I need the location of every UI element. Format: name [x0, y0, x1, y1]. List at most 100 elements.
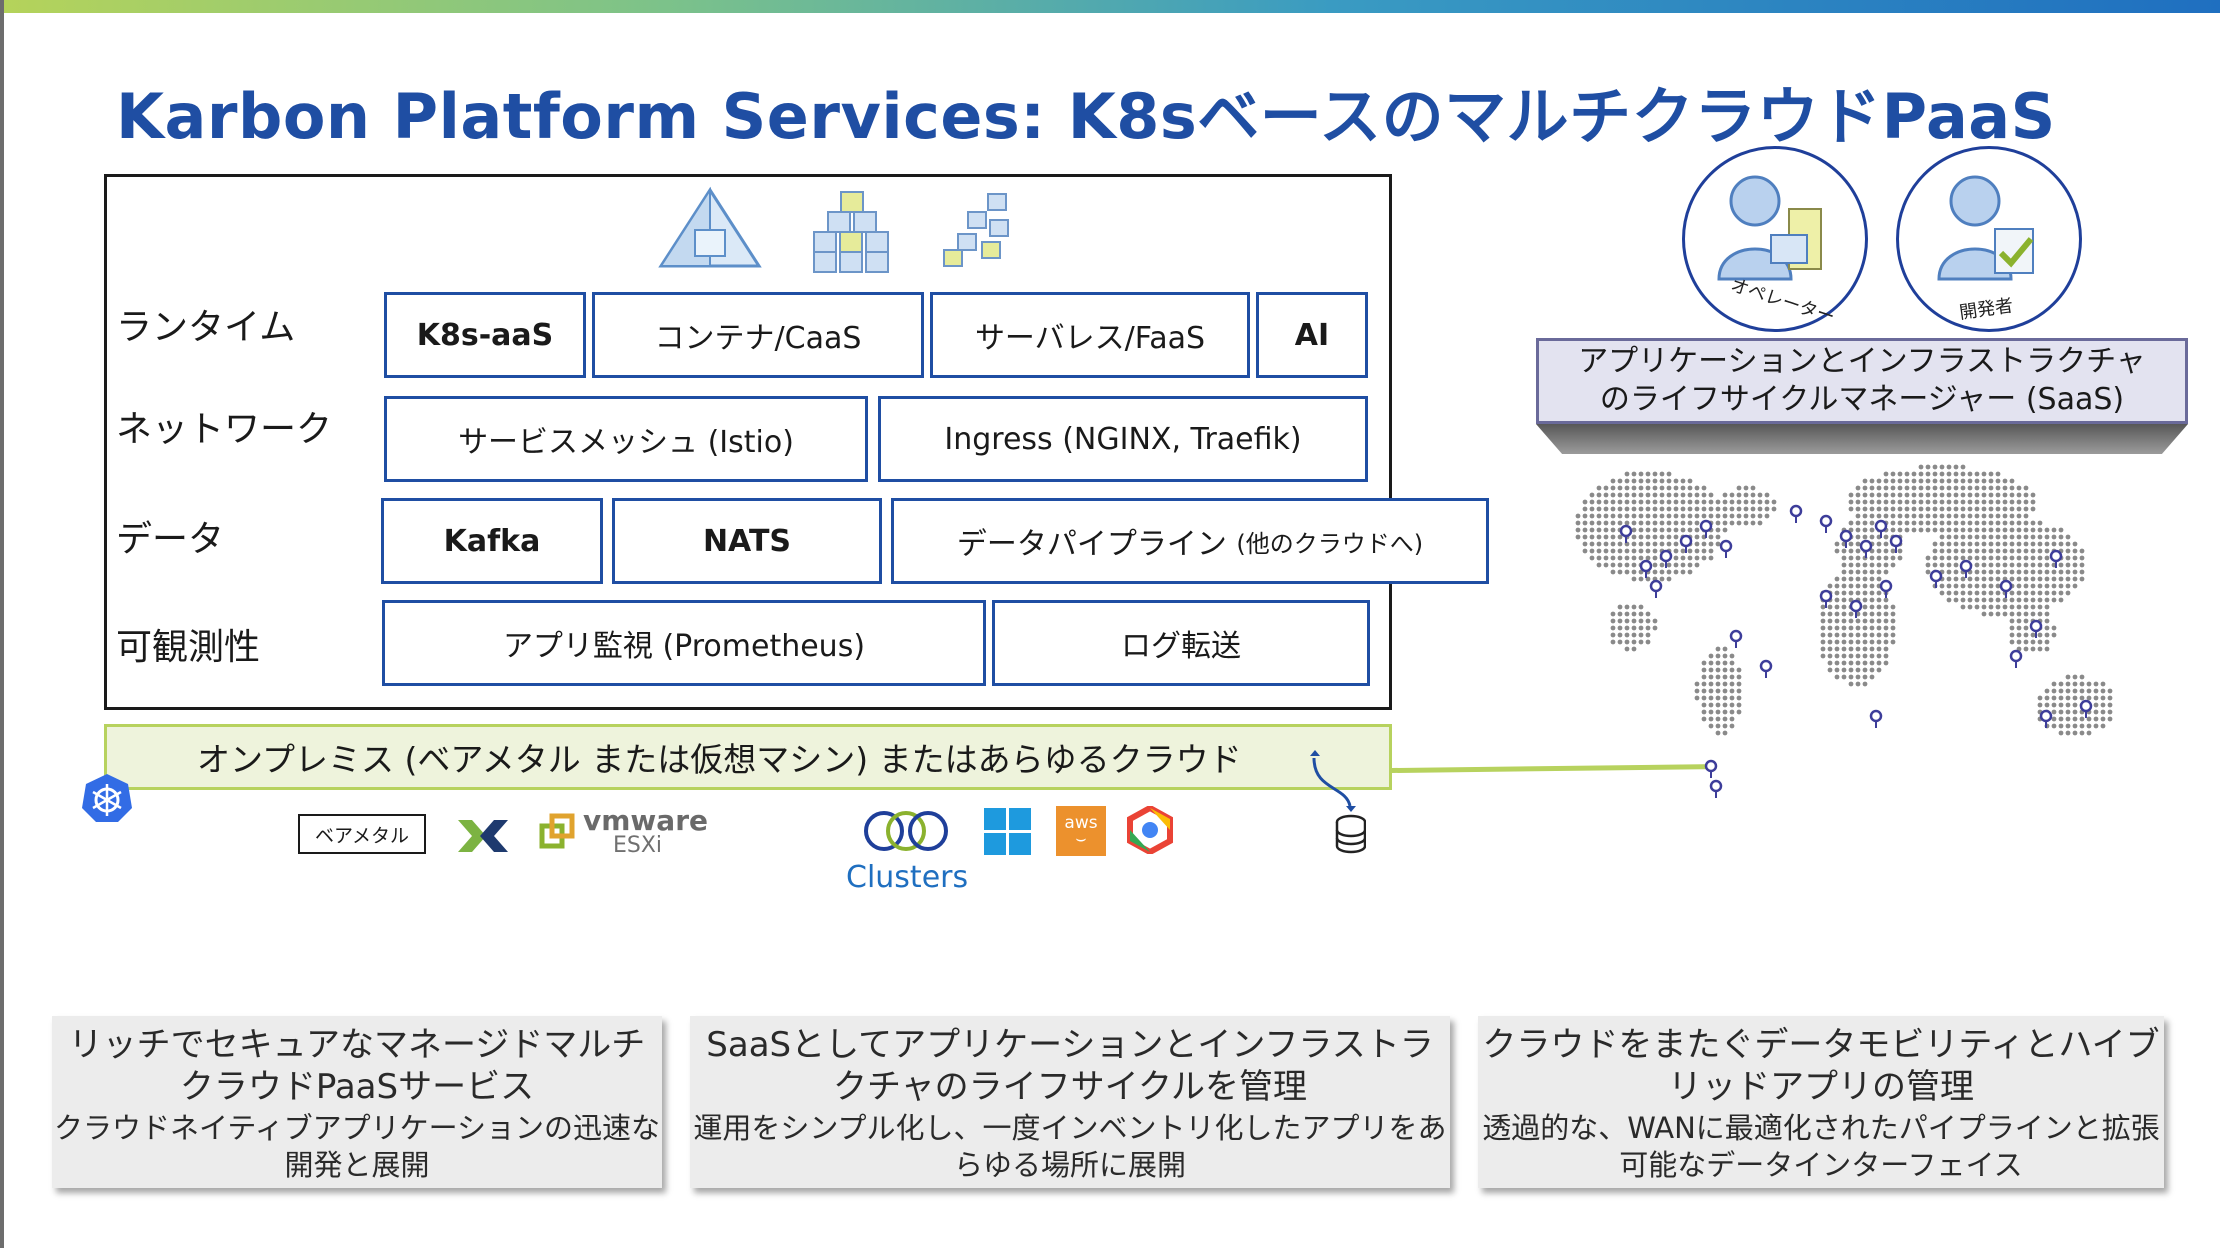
map-dot — [1869, 569, 1875, 575]
map-dot — [1736, 520, 1742, 526]
map-dot — [1967, 604, 1973, 610]
map-dot — [1757, 520, 1763, 526]
map-dot — [1897, 506, 1903, 512]
map-dot — [1883, 639, 1889, 645]
map-dot — [1890, 611, 1896, 617]
map-dot — [1967, 590, 1973, 596]
map-dot — [1869, 562, 1875, 568]
location-pin-icon — [1729, 629, 1743, 648]
map-dot — [1729, 723, 1735, 729]
map-dot — [1890, 604, 1896, 610]
map-dot — [1925, 485, 1931, 491]
map-dot — [1596, 541, 1602, 547]
map-dot — [1876, 639, 1882, 645]
map-dot — [2044, 555, 2050, 561]
map-dot — [1869, 639, 1875, 645]
location-pin-icon — [1929, 569, 1943, 588]
map-dot — [1932, 555, 1938, 561]
map-dot — [1624, 548, 1630, 554]
map-dot — [1617, 611, 1623, 617]
map-dot — [1939, 541, 1945, 547]
map-dot — [1855, 667, 1861, 673]
map-dot — [2065, 674, 2071, 680]
map-dot — [1834, 632, 1840, 638]
map-dot — [1708, 492, 1714, 498]
map-dot — [1890, 513, 1896, 519]
map-dot — [2100, 702, 2106, 708]
map-dot — [1883, 506, 1889, 512]
map-dot — [1855, 555, 1861, 561]
location-pin-icon — [2039, 709, 2053, 728]
map-dot — [1715, 716, 1721, 722]
map-dot — [1701, 548, 1707, 554]
map-dot — [1883, 478, 1889, 484]
map-dot — [2009, 506, 2015, 512]
map-dot — [1841, 611, 1847, 617]
map-dot — [1848, 541, 1854, 547]
map-dot — [2016, 611, 2022, 617]
map-dot — [1848, 611, 1854, 617]
clusters-label: Clusters — [846, 860, 969, 895]
map-dot — [2072, 548, 2078, 554]
map-dot — [1610, 632, 1616, 638]
map-dot — [2079, 576, 2085, 582]
map-dot — [1708, 499, 1714, 505]
map-dot — [1708, 541, 1714, 547]
map-dot — [1848, 576, 1854, 582]
map-dot — [1862, 660, 1868, 666]
map-dot — [1981, 534, 1987, 540]
map-dot — [1617, 534, 1623, 540]
map-dot — [1708, 653, 1714, 659]
map-dot — [1729, 653, 1735, 659]
map-dot — [1624, 478, 1630, 484]
map-dot — [2051, 688, 2057, 694]
map-dot — [1890, 632, 1896, 638]
map-dot — [1988, 492, 1994, 498]
map-dot — [2086, 688, 2092, 694]
map-dot — [1687, 569, 1693, 575]
map-dot — [2009, 555, 2015, 561]
map-dot — [1904, 513, 1910, 519]
map-dot — [1694, 513, 1700, 519]
map-dot — [1848, 625, 1854, 631]
map-dot — [2079, 569, 2085, 575]
map-dot — [1659, 541, 1665, 547]
map-dot — [1624, 485, 1630, 491]
map-dot — [1631, 520, 1637, 526]
map-dot — [1659, 527, 1665, 533]
map-dot — [2058, 562, 2064, 568]
map-dot — [1855, 632, 1861, 638]
map-dot — [1827, 625, 1833, 631]
map-dot — [1589, 492, 1595, 498]
map-dot — [2072, 583, 2078, 589]
map-dot — [1701, 681, 1707, 687]
map-dot — [1701, 674, 1707, 680]
map-dot — [1652, 618, 1658, 624]
map-dot — [1631, 513, 1637, 519]
map-dot — [2051, 569, 2057, 575]
map-dot — [1932, 492, 1938, 498]
map-dot — [1764, 492, 1770, 498]
map-dot — [1757, 506, 1763, 512]
map-dot — [1981, 555, 1987, 561]
map-dot — [1869, 555, 1875, 561]
location-pin-icon — [1959, 559, 1973, 578]
map-dot — [1967, 597, 1973, 603]
map-dot — [1834, 646, 1840, 652]
map-dot — [1596, 548, 1602, 554]
map-dot — [1708, 702, 1714, 708]
map-dot — [1701, 513, 1707, 519]
map-dot — [2016, 506, 2022, 512]
map-dot — [1708, 709, 1714, 715]
map-dot — [1694, 520, 1700, 526]
map-dot — [2044, 590, 2050, 596]
map-dot — [2009, 604, 2015, 610]
map-dot — [1841, 590, 1847, 596]
map-dot — [1890, 506, 1896, 512]
map-dot — [1939, 499, 1945, 505]
map-dot — [1736, 695, 1742, 701]
map-dot — [1904, 506, 1910, 512]
map-dot — [1603, 520, 1609, 526]
map-dot — [2107, 695, 2113, 701]
map-dot — [2023, 646, 2029, 652]
